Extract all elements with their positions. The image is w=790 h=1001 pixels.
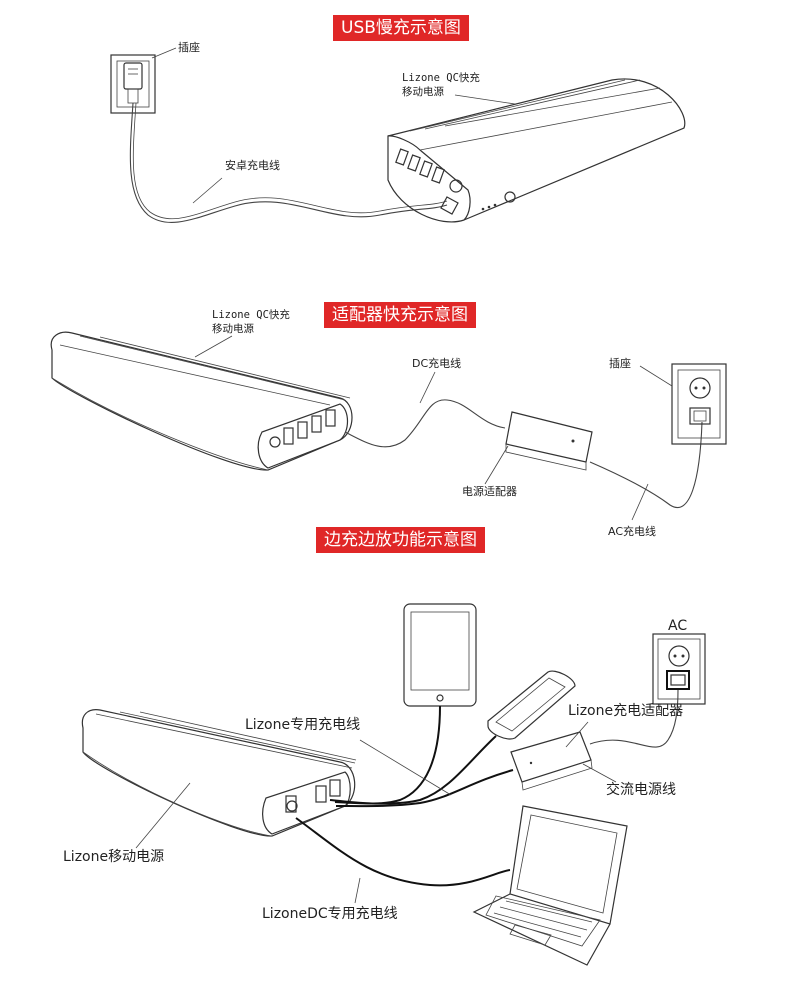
tablet bbox=[403, 603, 477, 707]
ac-cable-label: AC充电线 bbox=[608, 525, 657, 538]
android-cable-label: 安卓充电线 bbox=[225, 159, 280, 172]
ac-cord bbox=[589, 689, 679, 748]
charger-adapter-label: Lizone充电适配器 bbox=[568, 703, 684, 719]
phone-cable bbox=[334, 735, 497, 805]
adapter-fast-charge-title: 适配器快充示意图 bbox=[324, 302, 476, 328]
socket-label-2: 插座 bbox=[609, 357, 631, 370]
usb-slow-charge-title: USB慢充示意图 bbox=[333, 15, 469, 41]
power-bank-1 bbox=[387, 78, 686, 223]
ac-cable bbox=[589, 421, 703, 508]
lizone-cable-label: Lizone专用充电线 bbox=[245, 717, 361, 733]
dc-cable bbox=[344, 399, 506, 448]
wall-socket-3 bbox=[652, 633, 706, 705]
dc-cable-3 bbox=[295, 817, 511, 887]
ac-cord-label: 交流电源线 bbox=[606, 782, 676, 798]
android-cable bbox=[129, 102, 448, 223]
wall-socket-2 bbox=[671, 363, 727, 445]
adapter-cable bbox=[335, 769, 514, 808]
socket-label-1: 插座 bbox=[178, 41, 200, 54]
powerbank-label-2: Lizone QC快充 移动电源 bbox=[212, 309, 290, 335]
power-bank-2 bbox=[50, 331, 353, 471]
dc-cable-label-3: LizoneDC专用充电线 bbox=[262, 906, 398, 922]
charger-adapter-3 bbox=[510, 731, 593, 791]
powerbank-label-1: Lizone QC快充 移动电源 bbox=[402, 72, 480, 98]
laptop bbox=[472, 805, 628, 966]
ac-label: AC bbox=[668, 618, 688, 634]
dc-cable-label: DC充电线 bbox=[412, 357, 462, 370]
power-bank-3 bbox=[81, 709, 357, 837]
smartphone bbox=[487, 670, 576, 740]
passthrough-charge-title: 边充边放功能示意图 bbox=[316, 527, 485, 553]
power-adapter-2 bbox=[505, 411, 593, 471]
power-adapter-label: 电源适配器 bbox=[462, 485, 517, 498]
powerbank-label-3: Lizone移动电源 bbox=[63, 849, 165, 865]
